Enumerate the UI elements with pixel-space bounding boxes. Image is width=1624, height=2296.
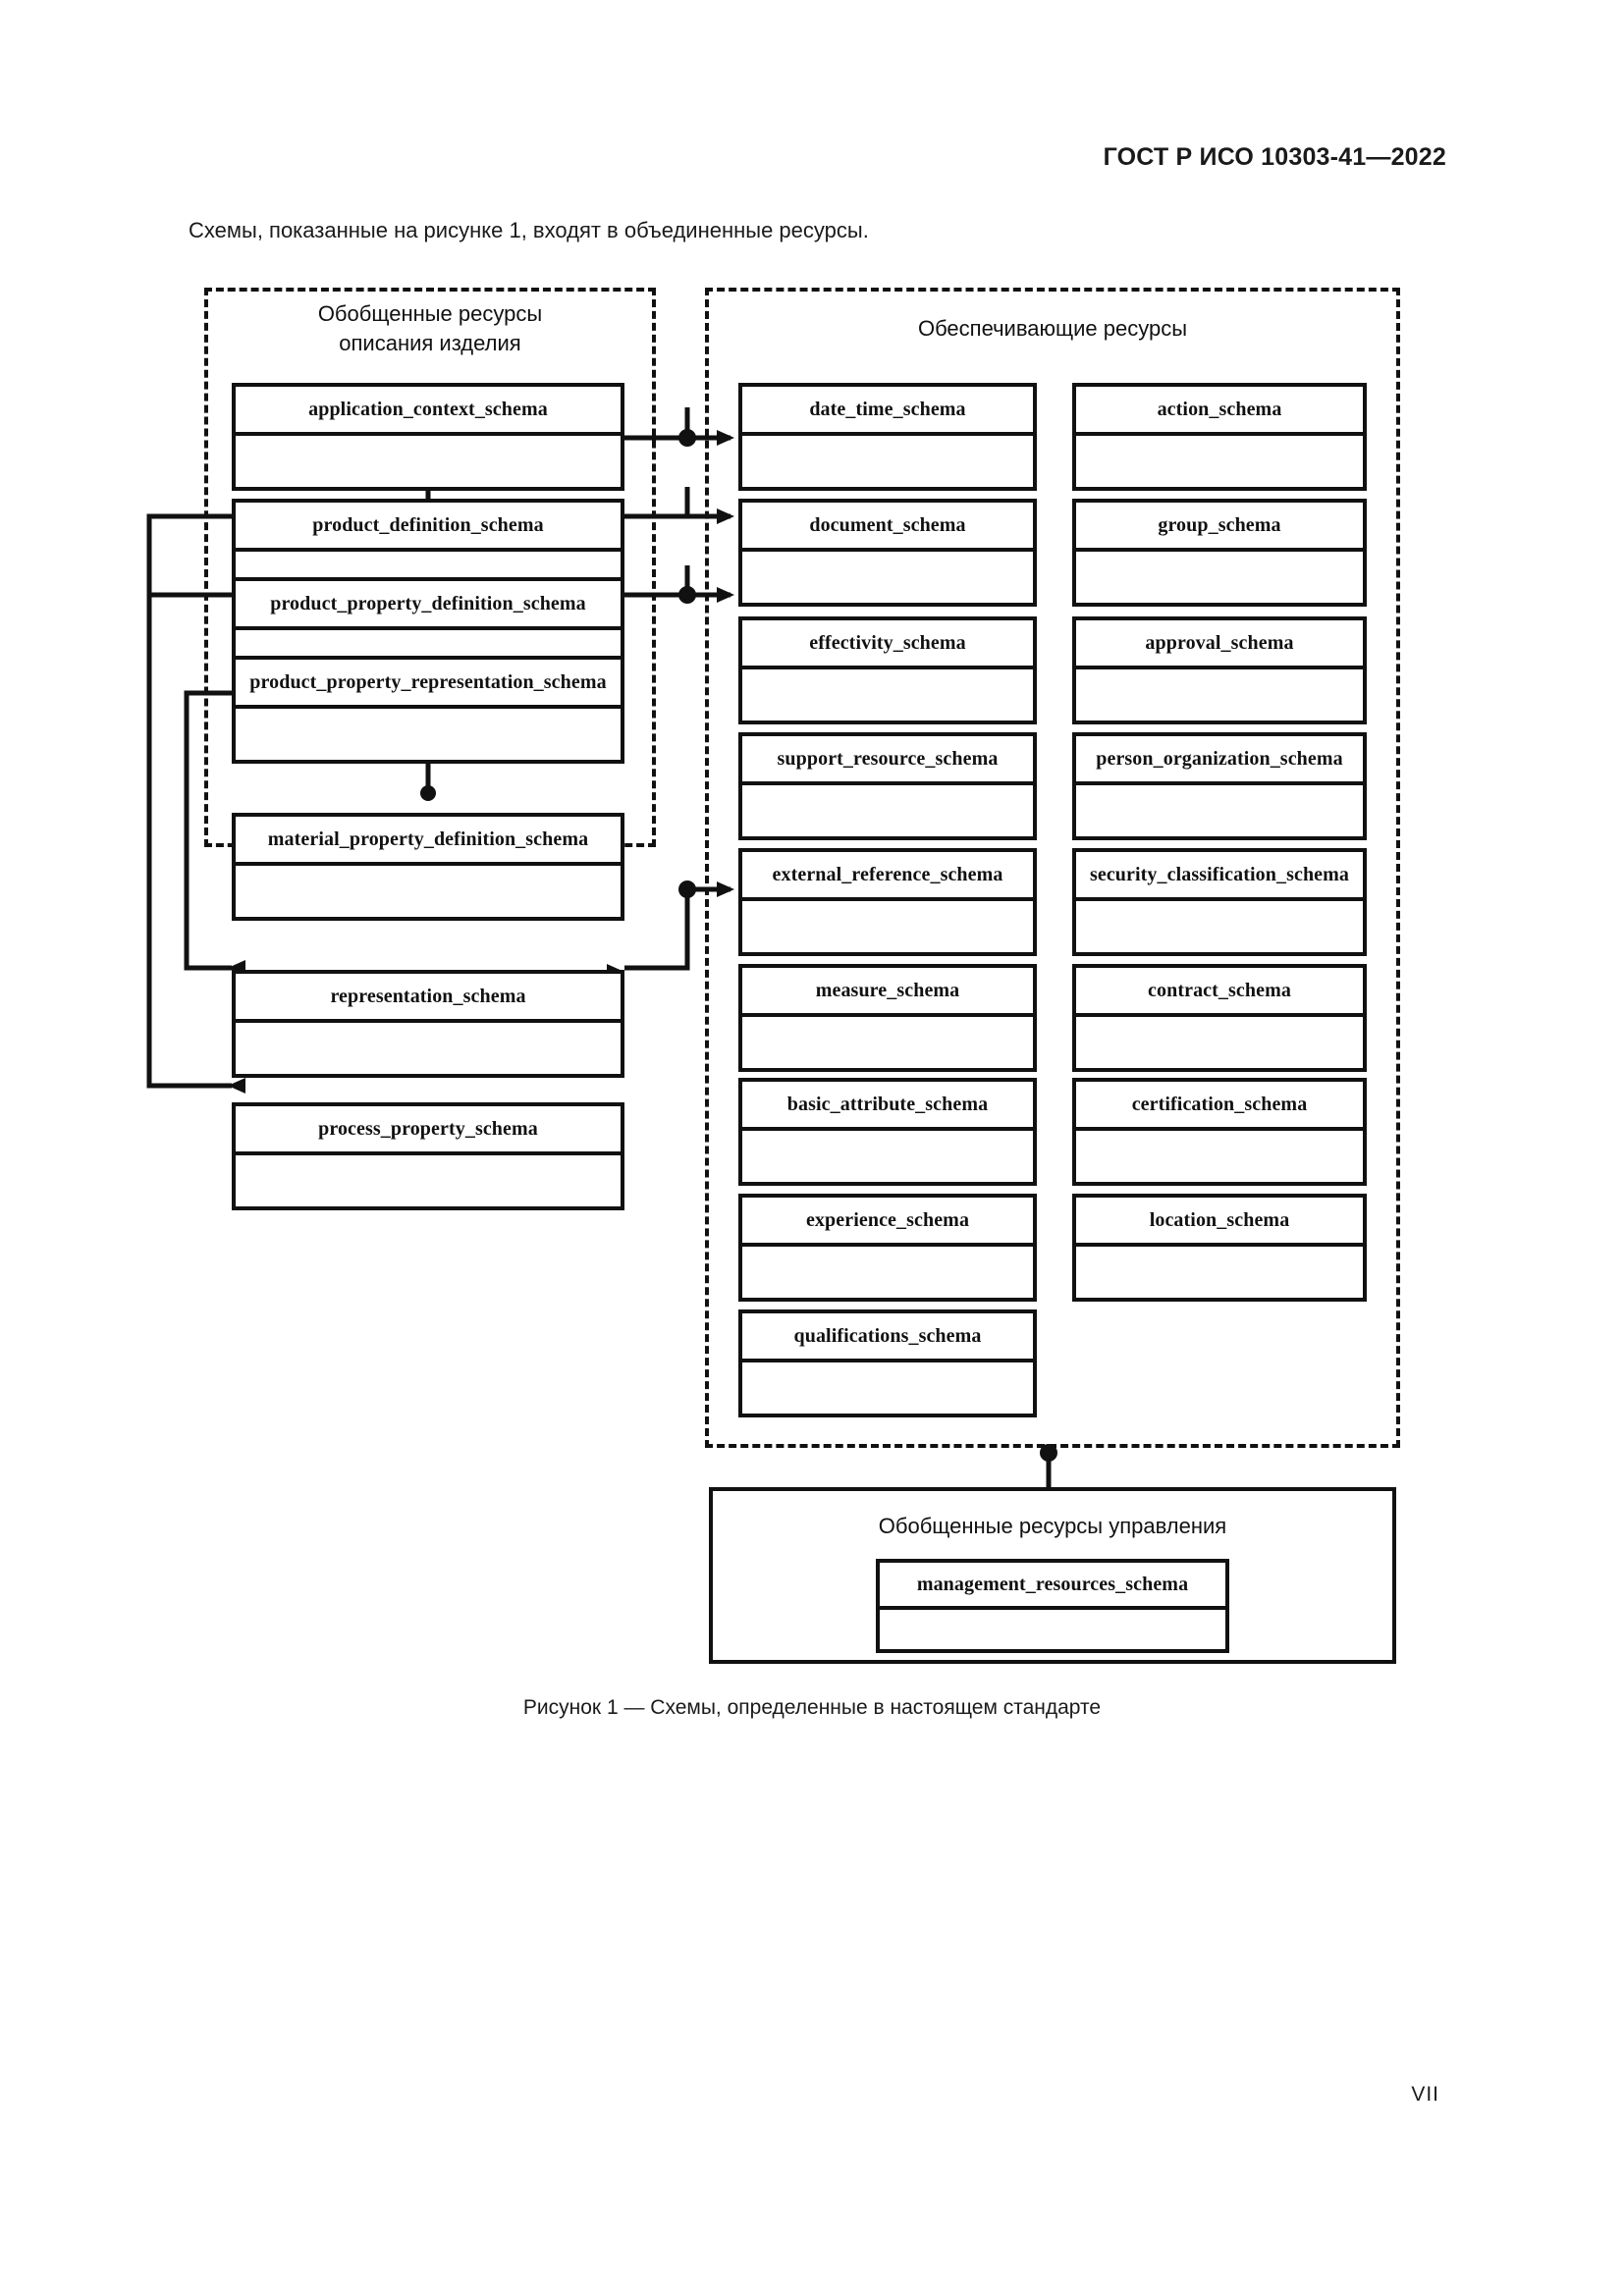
- schema-body: [1076, 1247, 1363, 1298]
- schema-body: [1076, 436, 1363, 487]
- schema-box-experience-schema[interactable]: experience_schema: [738, 1194, 1037, 1302]
- schema-box-location-schema[interactable]: location_schema: [1072, 1194, 1367, 1302]
- schema-title: management_resources_schema: [880, 1563, 1225, 1610]
- schema-body: [1076, 1017, 1363, 1068]
- schema-box-support-resource-schema[interactable]: support_resource_schema: [738, 732, 1037, 840]
- schema-box-group-schema[interactable]: group_schema: [1072, 499, 1367, 607]
- schema-title: support_resource_schema: [742, 736, 1033, 785]
- schema-body: [742, 669, 1033, 721]
- junction-dot-management: [1040, 1444, 1057, 1462]
- schema-box-external-reference-schema[interactable]: external_reference_schema: [738, 848, 1037, 956]
- junction-dot-mpd-top: [420, 785, 436, 801]
- arrowhead-into-measure: [717, 881, 734, 897]
- schema-title: basic_attribute_schema: [742, 1082, 1033, 1131]
- schema-body: [742, 1362, 1033, 1414]
- schema-body: [742, 1247, 1033, 1298]
- schema-box-security-classification-schema[interactable]: security_classification_schema: [1072, 848, 1367, 956]
- schema-body: [742, 436, 1033, 487]
- group-frame-supporting-resources: [705, 288, 1400, 1448]
- schema-box-application-context-schema[interactable]: application_context_schema: [232, 383, 624, 491]
- schema-title: qualifications_schema: [742, 1313, 1033, 1362]
- group-title-management-resources: Обобщенные ресурсы управления: [878, 1514, 1227, 1538]
- schema-title: measure_schema: [742, 968, 1033, 1017]
- schema-body: [742, 1017, 1033, 1068]
- schema-body: [236, 1023, 621, 1074]
- schema-box-material-property-definition-schema[interactable]: material_property_definition_schema: [232, 813, 624, 921]
- schema-box-process-property-schema[interactable]: process_property_schema: [232, 1102, 624, 1210]
- schema-body: [742, 552, 1033, 603]
- schema-title: material_property_definition_schema: [236, 817, 621, 866]
- schema-body: [742, 901, 1033, 952]
- schema-box-product-property-representation-schema[interactable]: product_property_representation_schema: [232, 656, 624, 764]
- schema-title: date_time_schema: [742, 387, 1033, 436]
- schema-box-qualifications-schema[interactable]: qualifications_schema: [738, 1309, 1037, 1417]
- schema-body: [742, 785, 1033, 836]
- schema-box-person-organization-schema[interactable]: person_organization_schema: [1072, 732, 1367, 840]
- schema-title: external_reference_schema: [742, 852, 1033, 901]
- schema-box-basic-attribute-schema[interactable]: basic_attribute_schema: [738, 1078, 1037, 1186]
- schema-box-management-resources-schema[interactable]: management_resources_schema: [876, 1559, 1229, 1653]
- schema-title: security_classification_schema: [1076, 852, 1363, 901]
- schema-body: [1076, 785, 1363, 836]
- schema-body: [1076, 552, 1363, 603]
- arrowhead-into-datetime: [717, 430, 734, 446]
- schema-title: group_schema: [1076, 503, 1363, 552]
- schema-body: [236, 866, 621, 917]
- figure-caption: Рисунок 1 — Схемы, определенные в настоя…: [522, 1696, 1102, 1719]
- schema-title: action_schema: [1076, 387, 1363, 436]
- arrowhead-into-document: [717, 508, 734, 524]
- schema-body: [1076, 1131, 1363, 1182]
- schema-body: [236, 1155, 621, 1206]
- schema-title: document_schema: [742, 503, 1033, 552]
- schema-body: [1076, 669, 1363, 721]
- schema-body: [236, 436, 621, 487]
- schema-title: product_definition_schema: [236, 503, 621, 552]
- junction-dot-measure: [678, 881, 696, 898]
- schema-title: application_context_schema: [236, 387, 621, 436]
- page-header-standard-title: ГОСТ Р ИСО 10303-41—2022: [1103, 143, 1446, 171]
- connector-representation-to-measure: [624, 886, 731, 971]
- schema-box-representation-schema[interactable]: representation_schema: [232, 970, 624, 1078]
- page-number: VII: [1411, 2083, 1439, 2106]
- schema-title: person_organization_schema: [1076, 736, 1363, 785]
- group-title-product-description: Обобщенные ресурсы описания изделия: [317, 301, 543, 355]
- schema-box-approval-schema[interactable]: approval_schema: [1072, 616, 1367, 724]
- schema-body: [742, 1131, 1033, 1182]
- junction-dot-ppd: [678, 586, 696, 604]
- schema-title: location_schema: [1076, 1198, 1363, 1247]
- connector-inner-left-rail: [184, 690, 232, 971]
- schema-title: process_property_schema: [236, 1106, 621, 1155]
- arrowhead-into-effectivity: [717, 587, 734, 603]
- schema-body: [1076, 901, 1363, 952]
- schema-box-certification-schema[interactable]: certification_schema: [1072, 1078, 1367, 1186]
- schema-body: [236, 709, 621, 760]
- junction-dot-appctx: [678, 429, 696, 447]
- schema-title: approval_schema: [1076, 620, 1363, 669]
- schema-box-effectivity-schema[interactable]: effectivity_schema: [738, 616, 1037, 724]
- schema-title: experience_schema: [742, 1198, 1033, 1247]
- schema-title: product_property_representation_schema: [236, 660, 621, 709]
- schema-box-document-schema[interactable]: document_schema: [738, 499, 1037, 607]
- schema-title: contract_schema: [1076, 968, 1363, 1017]
- schema-title: representation_schema: [236, 974, 621, 1023]
- schema-title: certification_schema: [1076, 1082, 1363, 1131]
- schema-title: effectivity_schema: [742, 620, 1033, 669]
- intro-paragraph: Схемы, показанные на рисунке 1, входят в…: [189, 218, 869, 242]
- schema-box-action-schema[interactable]: action_schema: [1072, 383, 1367, 491]
- arrowhead-into-processproperty-left: [228, 1078, 245, 1094]
- connector-outer-left-rail: [146, 513, 232, 1089]
- group-title-supporting-resources: Обеспечивающие ресурсы: [917, 316, 1188, 341]
- schema-title: product_property_definition_schema: [236, 581, 621, 630]
- figure-1-diagram: Обобщенные ресурсы описания изделия Обес…: [146, 288, 1400, 1664]
- schema-box-contract-schema[interactable]: contract_schema: [1072, 964, 1367, 1072]
- schema-box-measure-schema[interactable]: measure_schema: [738, 964, 1037, 1072]
- schema-body: [880, 1610, 1225, 1649]
- schema-box-date-time-schema[interactable]: date_time_schema: [738, 383, 1037, 491]
